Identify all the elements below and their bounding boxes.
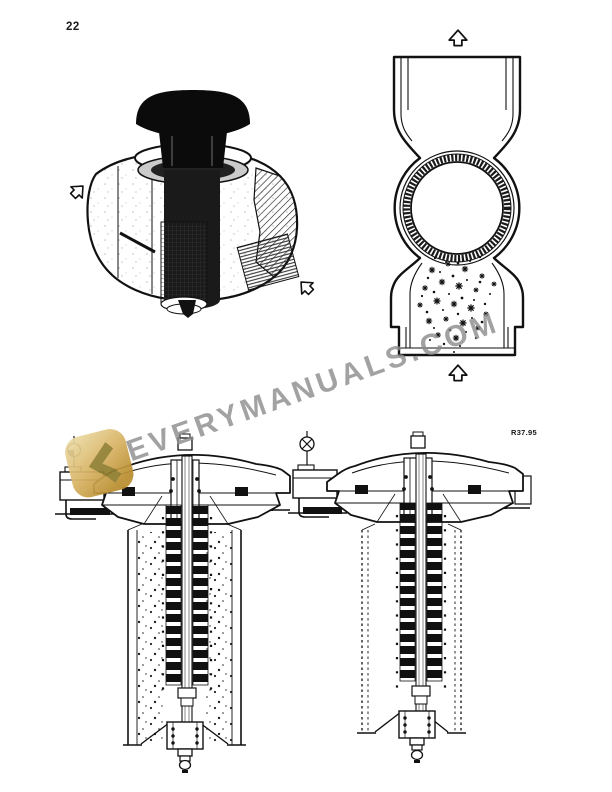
everymanuals-logo-icon (65, 429, 134, 498)
element-stack (399, 453, 443, 735)
flow-arrow-icon (448, 364, 468, 382)
drain-assembly (357, 710, 466, 763)
figure-reference-code: R37.95 (511, 428, 537, 437)
flow-arrow-icon (294, 275, 318, 299)
flow-arrow-icon (448, 29, 468, 47)
filter-assembly-section-figure (55, 433, 291, 773)
primer-knob (136, 90, 250, 168)
filter-assembly-ghost-figure (288, 431, 532, 763)
threaded-boss (236, 233, 300, 291)
housing-outline (389, 55, 525, 357)
flow-arrow-icon (66, 179, 90, 203)
circled-x-valve-icon (299, 431, 315, 470)
drain-nipple (178, 300, 196, 318)
canister-ghost-outline (361, 515, 462, 733)
inner-element (160, 170, 220, 315)
gauze-ring (399, 150, 515, 266)
sediment-particles (416, 255, 497, 353)
sedimenter-section-figure (389, 29, 525, 382)
page-number: 22 (66, 21, 80, 33)
drain-assembly (123, 721, 246, 773)
element-stack (165, 455, 209, 739)
fuel-filter-cutaway-figure (66, 90, 318, 318)
canister (127, 517, 242, 745)
